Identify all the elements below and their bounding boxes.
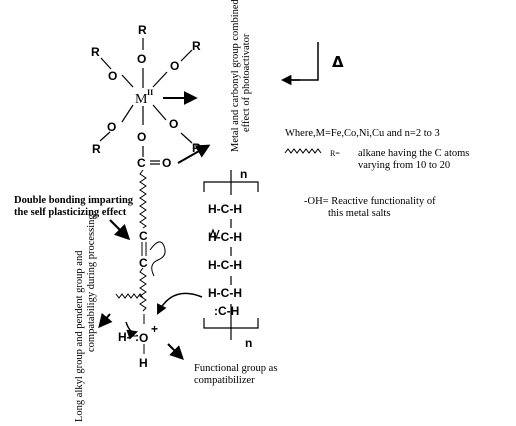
o-label-lower-left: O xyxy=(107,120,116,134)
o-label-bottom: O xyxy=(137,130,146,144)
r-label-upper-right: R xyxy=(192,39,201,53)
r-label-lower-left: R xyxy=(92,142,101,156)
r-label-upper-left: R xyxy=(91,45,100,59)
double-bond-label-line1: Double bonding imparting xyxy=(14,195,134,206)
hydroxyl-h-left: H- xyxy=(118,330,131,344)
arrow-double-bond xyxy=(109,219,131,241)
o-label-top: O xyxy=(137,52,146,66)
metal-symbol: M xyxy=(135,92,148,107)
arrow-polymer-to-hydroxyl xyxy=(157,292,203,315)
polymer-row-3: H-C-H xyxy=(208,258,242,272)
alkyl-chain xyxy=(115,169,166,354)
long-alkyl-label-line1: Long alkyl group and pendent group and xyxy=(74,250,85,422)
polymer-atoms: n H-C-H H-C-H H-C-H H-C-H :C-H n xyxy=(208,167,252,350)
long-alkyl-label-line2: compatabiligy during processing xyxy=(86,214,97,352)
r-definition-symbol: R= xyxy=(330,149,340,158)
alkane-label-line2: varying from 10 to 20 xyxy=(358,160,450,171)
polymer-row-2: H-C-H xyxy=(208,230,242,244)
r-label-top: R xyxy=(138,23,147,37)
r-definition: R= alkane having the C atoms varying fro… xyxy=(284,148,469,171)
arrow-hydroxyl-curved xyxy=(125,321,138,340)
hydroxyl-h-bottom: H xyxy=(139,356,148,370)
arrow-carbonyl-to-label xyxy=(177,144,211,164)
metal-complex xyxy=(99,38,193,165)
polymer-n-top: n xyxy=(240,167,247,181)
polymer-n-bottom: n xyxy=(245,336,252,350)
polymer-bracket xyxy=(203,170,259,340)
where-label: Where,M=Fe,Co,Ni,Cu and n=2 to 3 xyxy=(285,128,440,139)
chain-atoms: C C H- : O + H xyxy=(118,229,158,370)
heat-arrow-corner xyxy=(287,42,319,81)
hydroxyl-oxygen: O xyxy=(139,331,148,345)
polymer-row-1: H-C-H xyxy=(208,202,242,216)
alkane-label-line1: alkane having the C atoms xyxy=(358,148,469,159)
polymer-row-4: H-C-H xyxy=(208,286,242,300)
arrow-long-alkyl xyxy=(98,312,113,329)
double-bond-label-line2: the self plasticizing effect xyxy=(14,207,127,218)
arrow-functional-group xyxy=(167,343,184,360)
alkene-carbon-lower: C xyxy=(139,256,148,270)
functional-label-line2: compatibilizer xyxy=(194,375,255,386)
oh-label-line2: this metal salts xyxy=(328,208,390,219)
o-label-upper-left: O xyxy=(108,69,117,83)
metal-complex-atoms: R O R O O R M II O R O R O C O xyxy=(91,23,201,170)
carbonyl-carbon: C xyxy=(137,156,146,170)
metal-carbonyl-label-line1: Metal and carbonyl group combined xyxy=(230,0,241,152)
o-label-lower-right: O xyxy=(169,117,178,131)
arrows xyxy=(98,42,319,360)
o-label-upper-right: O xyxy=(170,59,179,73)
vertical-label-long-alkyl: Long alkyl group and pendent group and c… xyxy=(74,214,97,422)
metal-charge: II xyxy=(147,88,153,97)
carbonyl-oxygen: O xyxy=(162,156,171,170)
alkane-zigzag-icon xyxy=(284,148,322,154)
metal-carbonyl-label-line2: effect of photoactivator xyxy=(241,33,252,132)
functional-label-line1: Functional group as xyxy=(194,363,277,374)
vertical-label-metal-carbonyl: Metal and carbonyl group combined effect… xyxy=(230,0,252,152)
hydroxyl-plus: + xyxy=(151,322,158,336)
oh-label-line1: -OH= Reactive functionality of xyxy=(304,196,436,207)
polymer-row-5: :C-H xyxy=(214,304,239,318)
delta-symbol: Δ xyxy=(332,53,344,71)
alkene-carbon-upper: C xyxy=(139,229,148,243)
